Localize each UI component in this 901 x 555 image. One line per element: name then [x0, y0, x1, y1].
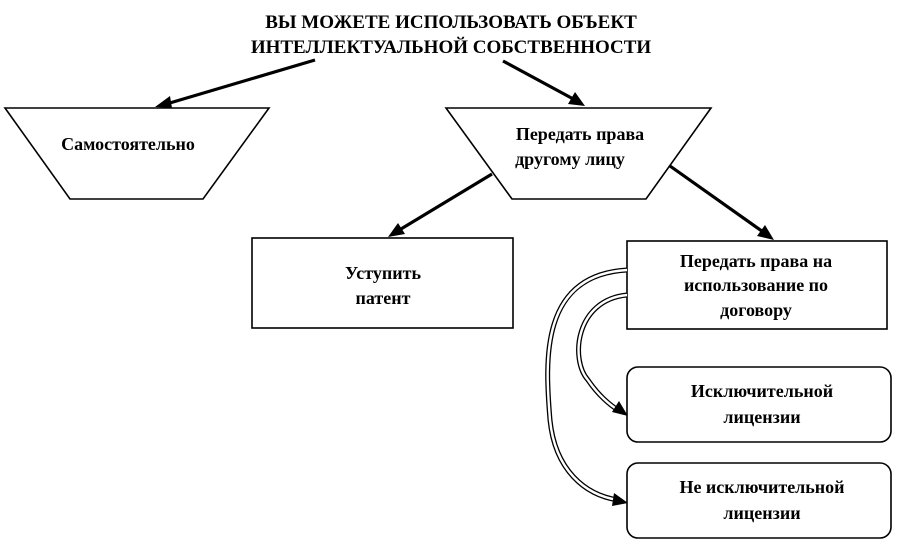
node-license-agreement-line2: использование по [684, 275, 828, 295]
node-non-exclusive-line2: лицензии [723, 503, 800, 523]
node-license-agreement-line1: Передать права на [680, 251, 832, 271]
node-non-exclusive-line1: Не исключительной [679, 477, 844, 497]
node-transfer-label-line1: Передать права [516, 124, 644, 144]
arrow-title-to-self [155, 58, 316, 108]
curve-arrow-to-non-exclusive [545, 267, 628, 506]
node-assign-patent-line2: патент [356, 288, 411, 308]
rect-exclusive-shape [626, 366, 892, 443]
diagram-title-line1: ВЫ МОЖЕТЕ ИСПОЛЬЗОВАТЬ ОБЪЕКТ [265, 12, 637, 33]
diagram-title-line2: ИНТЕЛЛЕКТУАЛЬНОЙ СОБСТВЕННОСТИ [251, 36, 652, 58]
node-exclusive-line2: лицензии [723, 407, 800, 427]
node-assign-patent: Уступить патент [251, 237, 514, 329]
trapezoid-transfer-shape [444, 107, 713, 200]
node-transfer: Передать права другому лицу [444, 107, 713, 200]
arrow-title-to-transfer [502, 59, 585, 106]
node-self-label: Самостоятельно [61, 134, 195, 154]
node-self: Самостоятельно [3, 107, 271, 200]
rect-license-agreement-shape [626, 240, 888, 330]
node-exclusive-license: Исключительной лицензии [626, 366, 892, 443]
node-exclusive-line1: Исключительной [691, 381, 833, 401]
node-license-agreement: Передать права на использование по догов… [626, 240, 888, 330]
node-assign-patent-line1: Уступить [345, 263, 421, 283]
trapezoid-self-shape [3, 107, 271, 200]
arrow-transfer-to-license [669, 164, 774, 240]
rect-non-exclusive-shape [626, 462, 892, 539]
node-license-agreement-line3: договору [720, 300, 792, 320]
arrow-transfer-to-assign [388, 172, 493, 237]
rect-assign-patent-shape [251, 237, 514, 329]
curve-arrow-to-exclusive [576, 292, 628, 416]
node-non-exclusive-license: Не исключительной лицензии [626, 462, 892, 539]
node-transfer-label-line2: другому лицу [515, 149, 625, 169]
